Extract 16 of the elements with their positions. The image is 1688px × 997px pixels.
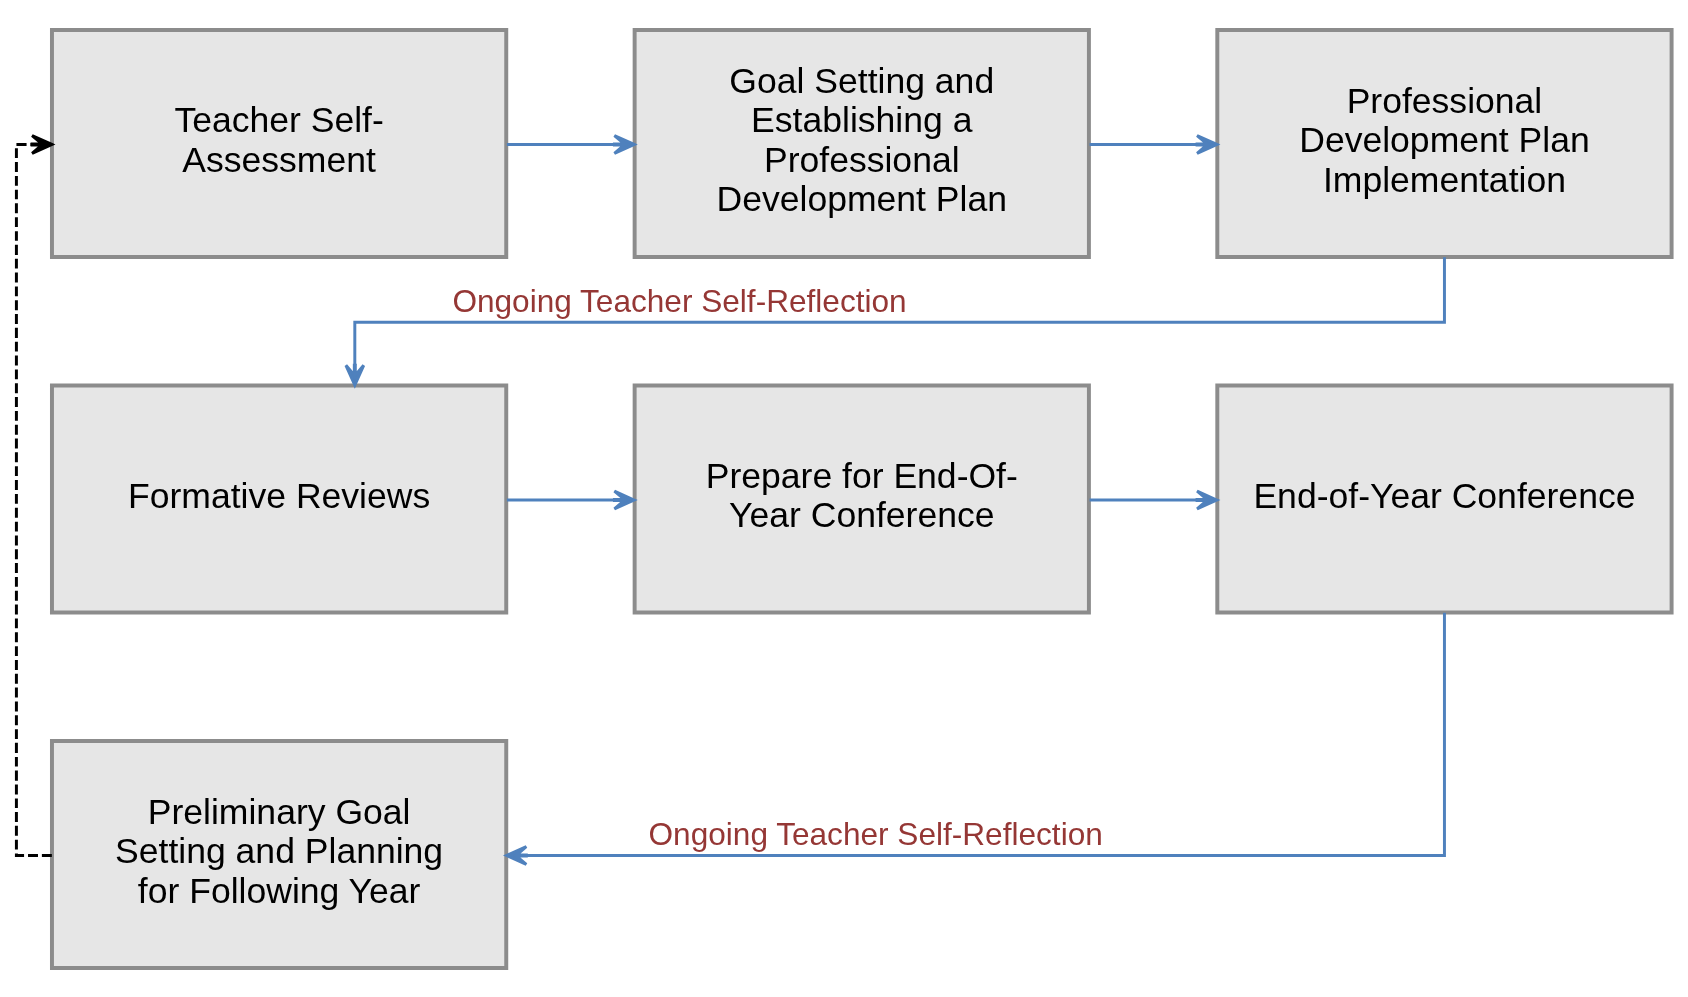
arrow (344, 256, 1446, 387)
arrow (14, 133, 54, 857)
node-box: End-of-Year Conference (1215, 382, 1674, 615)
node-box: Preliminary Goal Setting and Planning for Following Year (50, 738, 509, 970)
node-box: Prepare for End-Of-Year Conference (632, 382, 1091, 615)
edge-label: Ongoing Teacher Self-Reflection (648, 815, 1103, 852)
node-box: Teacher Self-Assessment (50, 27, 509, 259)
arrow (505, 612, 1446, 866)
node-box: Formative Reviews (50, 382, 509, 615)
arrow (506, 133, 636, 155)
arrow (506, 489, 636, 510)
node-box: Professional Development Plan Implementation (1215, 27, 1674, 259)
node-box: Goal Setting and Establishing a Professional Development Plan (632, 27, 1091, 259)
arrow (1089, 133, 1219, 155)
arrow (1089, 489, 1219, 510)
edge-label: Ongoing Teacher Self-Reflection (452, 282, 907, 319)
